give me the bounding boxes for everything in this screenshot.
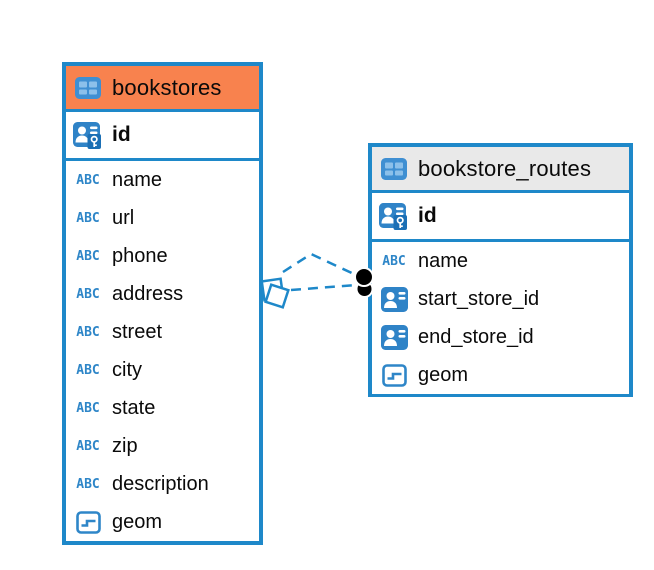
- column-row[interactable]: ABC name: [372, 242, 629, 280]
- text-type-icon: ABC: [76, 400, 100, 416]
- column-name: phone: [112, 244, 168, 267]
- text-type-icon: ABC: [76, 286, 100, 302]
- column-name: end_store_id: [418, 325, 534, 348]
- column-row[interactable]: ABC phone: [66, 237, 259, 275]
- text-type-icon: ABC: [76, 438, 100, 454]
- column-name: name: [418, 249, 469, 272]
- text-type-icon: ABC: [76, 172, 100, 188]
- column-name: description: [112, 472, 209, 495]
- column-row[interactable]: ABC name: [66, 161, 259, 199]
- column-row[interactable]: ABC url: [66, 199, 259, 237]
- table-name: bookstore_routes: [418, 155, 592, 181]
- column-row[interactable]: start_store_id: [372, 280, 629, 318]
- column-name: id: [418, 204, 437, 227]
- column-name: address: [112, 282, 184, 305]
- text-type-icon: ABC: [382, 253, 406, 269]
- column-row[interactable]: end_store_id: [372, 318, 629, 356]
- column-row[interactable]: ABC zip: [66, 427, 259, 465]
- text-type-icon: ABC: [76, 476, 100, 492]
- text-type-icon: ABC: [76, 248, 100, 264]
- foreign-id-icon: [379, 324, 409, 350]
- column-row-id[interactable]: id: [66, 112, 259, 161]
- table-bookstore-routes[interactable]: bookstore_routes id ABC name start_store…: [368, 143, 633, 397]
- column-name: zip: [112, 434, 138, 457]
- geometry-type-icon: [379, 363, 409, 387]
- table-icon: [379, 157, 409, 180]
- table-bookstore-routes-header[interactable]: bookstore_routes: [372, 147, 629, 193]
- column-row[interactable]: ABC street: [66, 313, 259, 351]
- primary-key-icon: [379, 201, 409, 231]
- column-name: city: [112, 358, 142, 381]
- column-name: geom: [418, 363, 469, 386]
- text-type-icon: ABC: [76, 324, 100, 340]
- relationship-line-lower[interactable]: [290, 283, 357, 292]
- column-row[interactable]: geom: [372, 356, 629, 394]
- column-row-id[interactable]: id: [372, 193, 629, 242]
- column-row[interactable]: ABC state: [66, 389, 259, 427]
- table-bookstores-header[interactable]: bookstores: [66, 66, 259, 112]
- foreign-id-icon: [379, 286, 409, 312]
- column-name: street: [112, 320, 163, 343]
- table-bookstores[interactable]: bookstores id ABC name ABC url ABC phone…: [62, 62, 263, 545]
- column-name: start_store_id: [418, 287, 540, 310]
- column-row[interactable]: ABC city: [66, 351, 259, 389]
- column-row[interactable]: geom: [66, 503, 259, 541]
- primary-key-icon: [73, 120, 103, 150]
- relationship-line-upper[interactable]: [282, 252, 357, 277]
- column-name: name: [112, 168, 163, 191]
- column-name: id: [112, 123, 131, 146]
- table-icon: [73, 76, 103, 99]
- column-row[interactable]: ABC description: [66, 465, 259, 503]
- geometry-type-icon: [73, 510, 103, 534]
- column-name: geom: [112, 510, 163, 533]
- table-name: bookstores: [112, 74, 222, 100]
- text-type-icon: ABC: [76, 210, 100, 226]
- column-name: url: [112, 206, 135, 229]
- text-type-icon: ABC: [76, 362, 100, 378]
- squares-endpoint-marker[interactable]: [260, 277, 290, 309]
- column-name: state: [112, 396, 156, 419]
- column-row[interactable]: ABC address: [66, 275, 259, 313]
